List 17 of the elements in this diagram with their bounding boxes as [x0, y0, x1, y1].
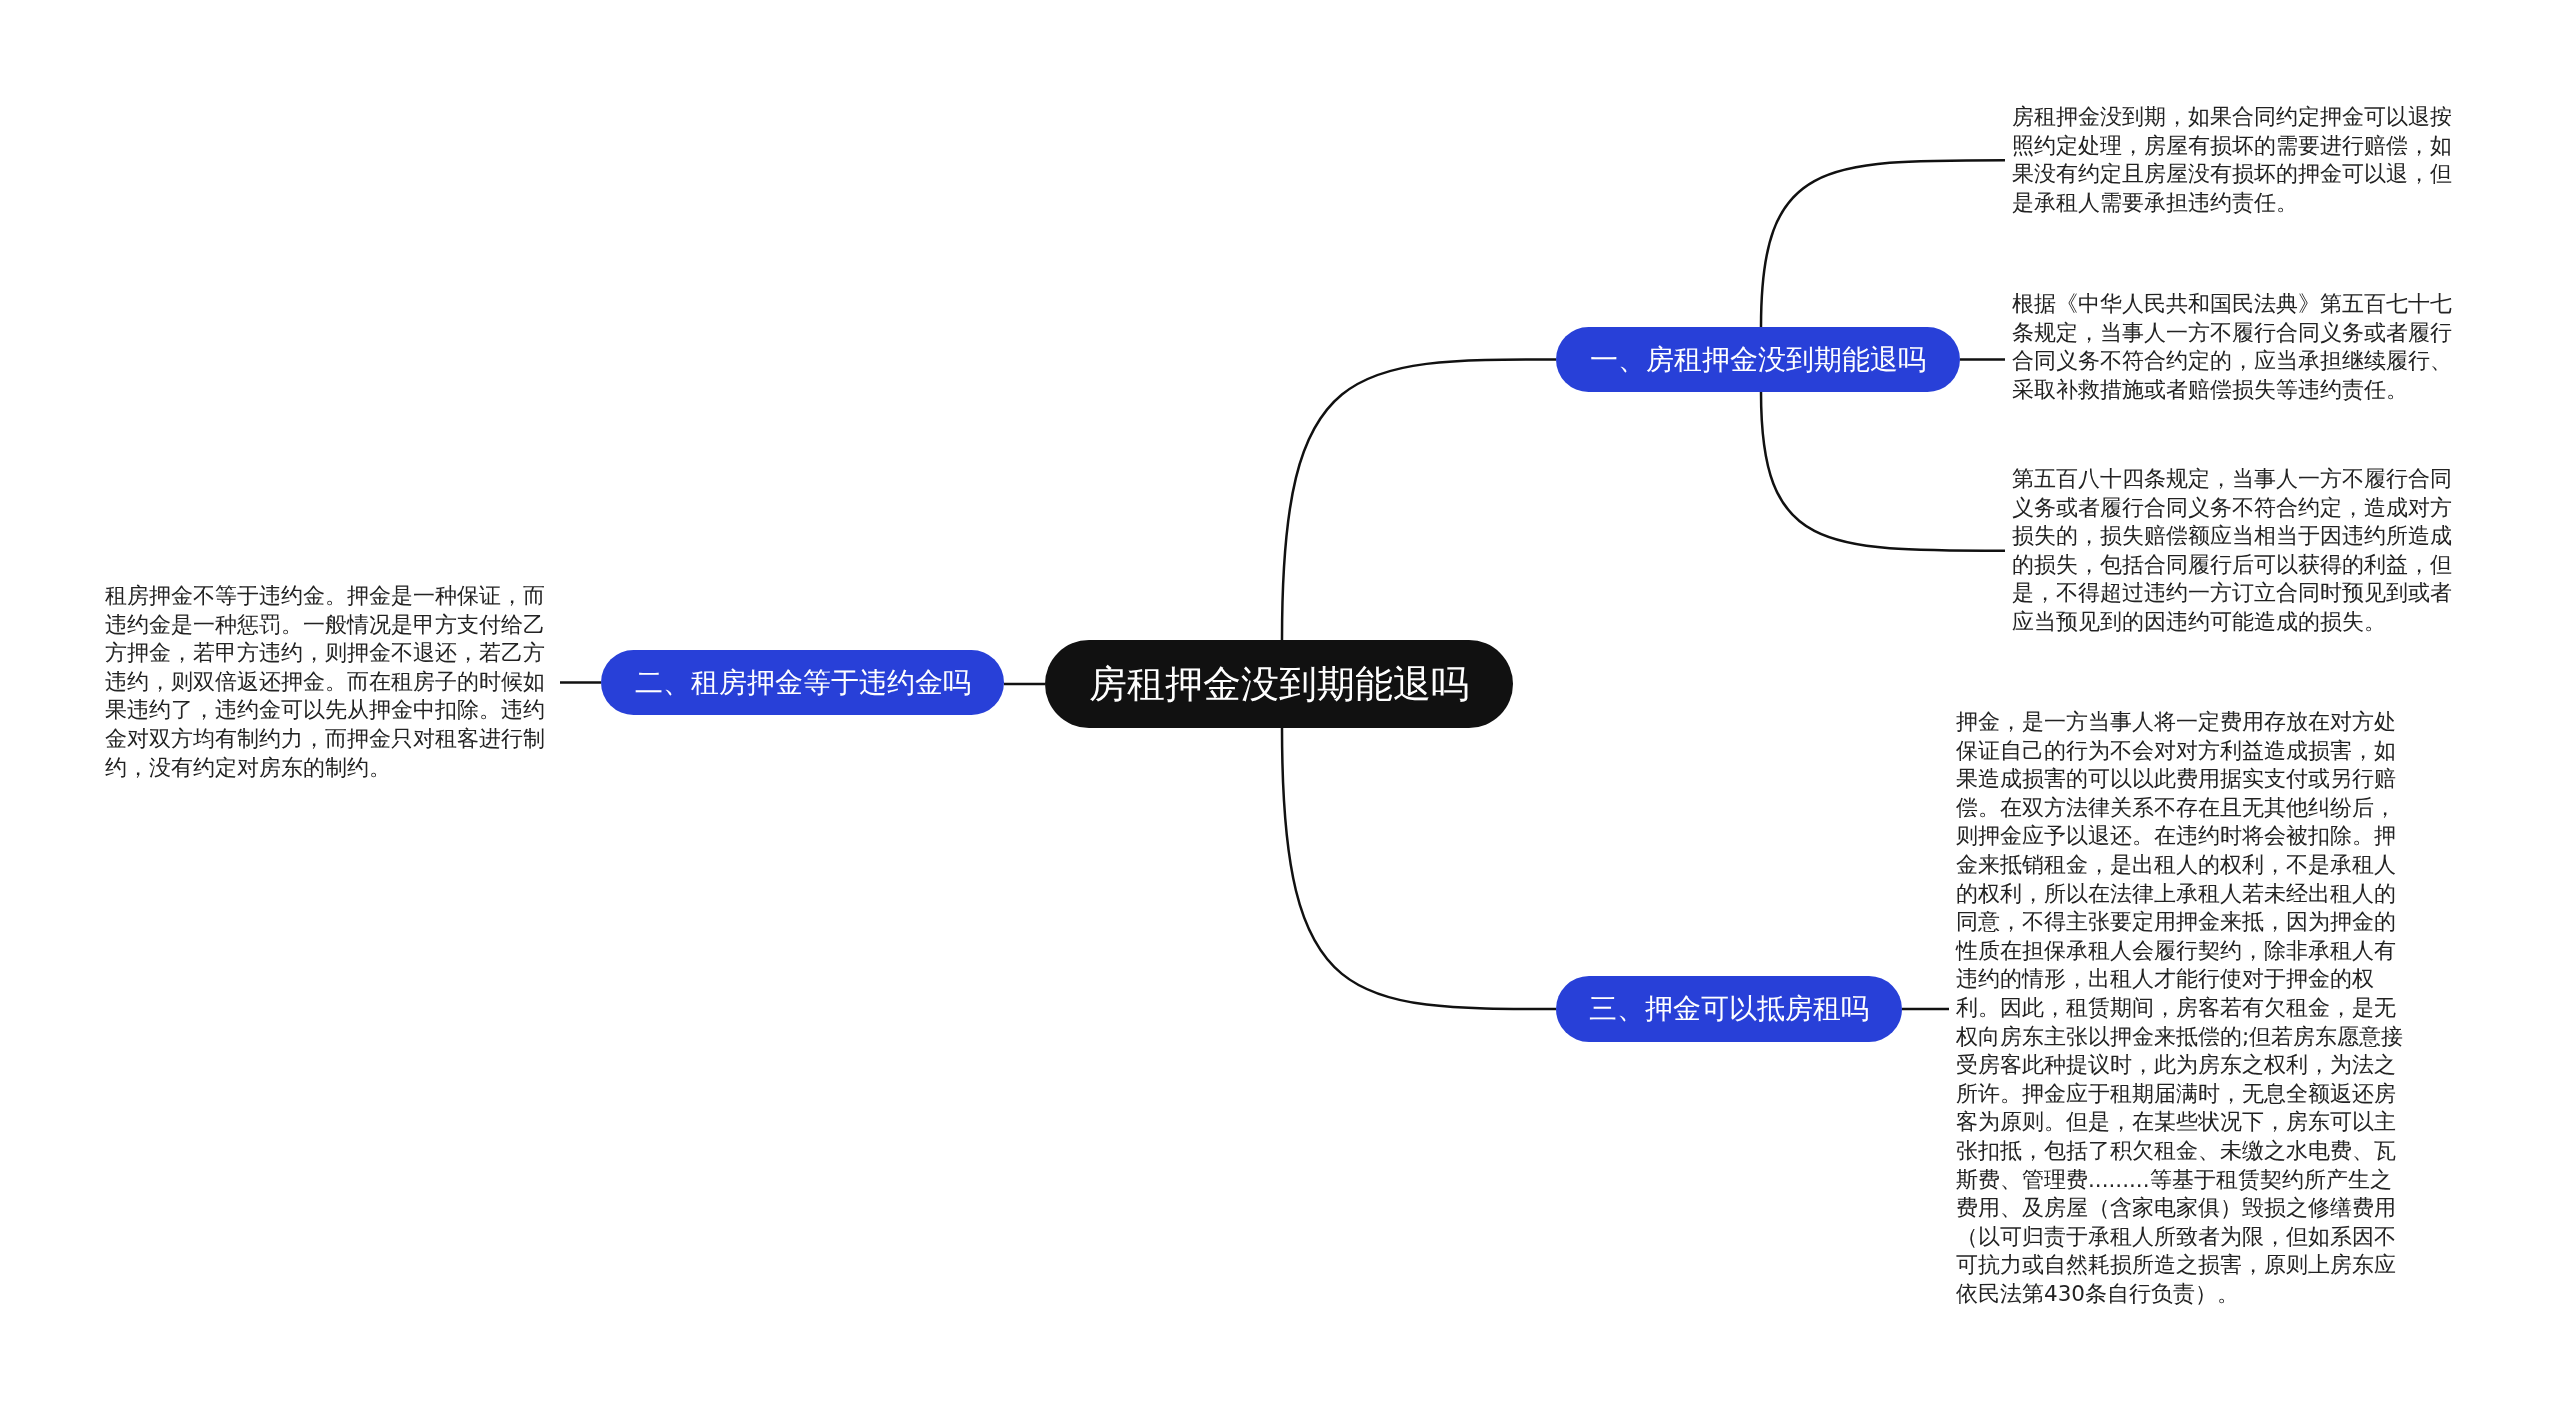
branch-topic-box: 三、押金可以抵房租吗: [1556, 976, 1902, 1042]
connector-line: [1280, 358, 1556, 641]
connector-line: [1004, 682, 1045, 686]
note-text: 押金，是一方当事人将一定费用存放在对方处保证自己的行为不会对对方利益造成损害，如果造成损害的可以以此费用据实支付或另行赔偿。在双方法律关系不存在且无其他纠纷后，则押金应予以退还。在违约时将会被扣除。押金来抵销租金，是出租人的权利，不是承租人的权利，所以在法律上承租人若未经出租人的同意，不得主张要定用押金来抵，因为押金的性质在担保承租人会履行契约，除非承租人有违约的情形，出租人才能行使对于押金的权利。因此，租赁期间，房客若有欠租金，是无权向房东主张以押金来抵偿的;但若房东愿意接受房客此种提议时，此为房东之权利，为法之所许。押金应于租期届满时，无息全额返还房客为原则。但是，在某些状况下，房东可以主张扣抵，包括了积欠租金、未缴之水电费、瓦斯费、管理费.........等基于租赁契约所产生之费用、及房屋（含家电家俱）毁损之修缮费用（以可归责于承租人所致者为限，但如系因不可抗力或自然耗损所造之损害，原则上房东应依民法第430条自行负责）。: [1949, 708, 2411, 1309]
connector-line: [1280, 727, 1556, 1011]
note-text: 租房押金不等于违约金。押金是一种保证，而违约金是一种惩罚。一般情况是甲方支付给乙方押金，若甲方违约，则押金不退还，若乙方违约，则双倍返还押金。而在租房子的时候如果违约了，违约金可以先从押金中扣除。违约金对双方均有制约力，而押金只对租客进行制约，没有约定对房东的制约。: [98, 582, 560, 783]
note-text: 根据《中华人民共和国民法典》第五百七十七条规定，当事人一方不履行合同义务或者履行合同义务不符合约定的，应当承担继续履行、采取补救措施或者赔偿损失等违约责任。: [2005, 290, 2467, 405]
note-text: 房租押金没到期，如果合同约定押金可以退按照约定处理，房屋有损坏的需要进行赔偿，如果没有约定且房屋没有损坏的押金可以退，但是承租人需要承担违约责任。: [2005, 103, 2467, 218]
branch-topic-box: 二、租房押金等于违约金吗: [601, 650, 1004, 715]
branch-topic-box: 一、房租押金没到期能退吗: [1556, 327, 1960, 392]
connector-line: [1759, 158, 2005, 328]
connector-line: [1759, 391, 2005, 553]
connector-line: [1960, 358, 2005, 361]
connector-line: [560, 681, 601, 684]
connector-line: [1902, 1007, 1949, 1011]
note-text: 第五百八十四条规定，当事人一方不履行合同义务或者履行合同义务不符合约定，造成对方损失的，损失赔偿额应当相当于因违约所造成的损失，包括合同履行后可以获得的利益，但是，不得超过违约一方订立合同时预见到或者应当预见到的因违约可能造成的损失。: [2005, 465, 2467, 637]
central-topic-box: 房租押金没到期能退吗: [1045, 640, 1513, 728]
